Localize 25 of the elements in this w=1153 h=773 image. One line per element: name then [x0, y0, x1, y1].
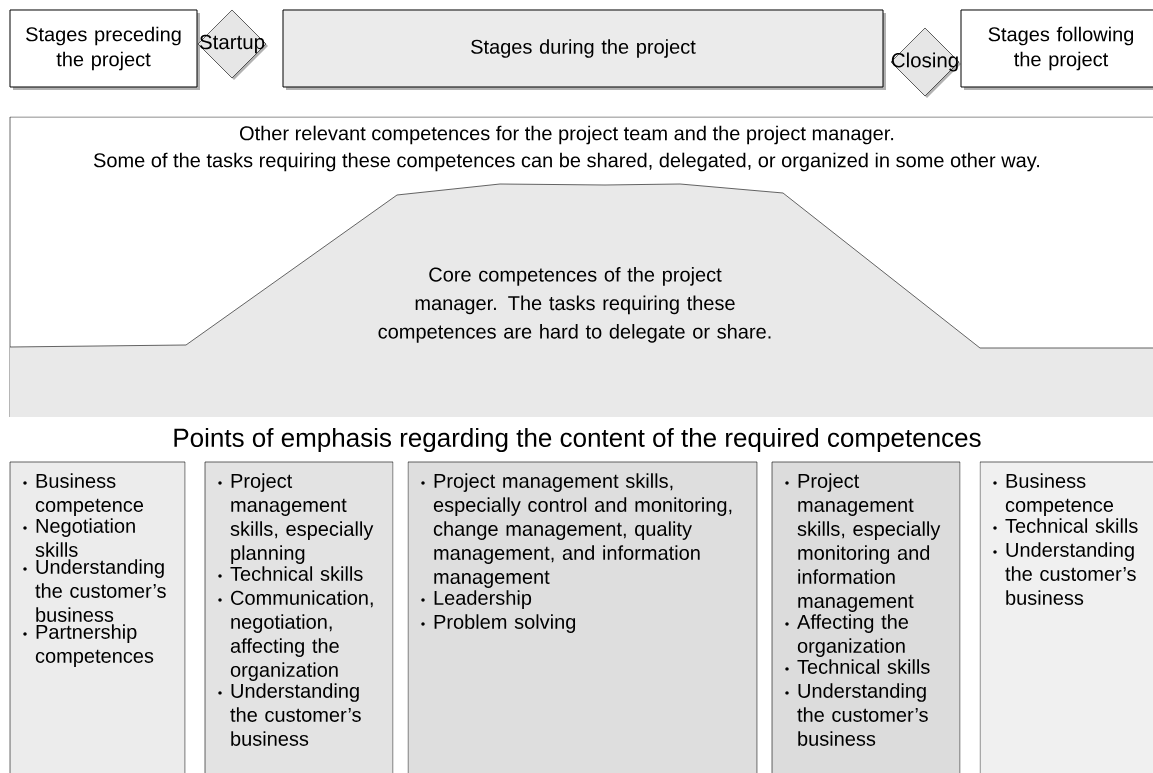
- panel-heading: Some of the tasks requiring these competences can be shared, delegated, or organized in some other way.: [93, 152, 1040, 172]
- bullet-item: Technical skills: [785, 659, 930, 674]
- bullet-item: Communication, negotiation, affecting the organization: [218, 590, 373, 681]
- stage-box: Stages during the project: [282, 9, 886, 90]
- bullet-item: Technical skills: [218, 566, 363, 581]
- core-area: Core competences of the project manager. The tasks requiring these competences are hard to delegate or share.: [9, 183, 1153, 417]
- bullet-item: Project management skills, especially planning: [218, 473, 374, 564]
- bullet-item: Understanding the customer’s business: [218, 683, 361, 746]
- bullet-item: Affecting the organization: [785, 614, 909, 657]
- bullet-item: Business competence: [23, 473, 144, 516]
- stage-box: Stages following the project: [960, 9, 1153, 90]
- section-heading: Points of emphasis regarding the content of the required competences: [174, 427, 981, 453]
- stage-box: Stages preceding the project: [9, 9, 200, 90]
- bullet-item: Leadership: [421, 590, 532, 609]
- bullet-item: Understanding the customer’s business: [785, 683, 928, 746]
- bullet-item: Problem solving: [421, 614, 576, 633]
- bullet-item: Negotiation skills: [23, 518, 135, 557]
- bullet-item: Partnership competences: [23, 624, 154, 667]
- bullet-item: Business competence: [993, 473, 1114, 516]
- bullet-item: Understanding the customer’s business: [993, 542, 1136, 605]
- bullet-item: Technical skills: [993, 518, 1138, 533]
- panel-heading: Other relevant competences for the project team and the project manager.: [240, 125, 894, 145]
- bullet-item: Project management skills, especially monitoring and information management: [785, 473, 941, 612]
- bullet-item: Project management skills, especially control and monitoring, change management, quality management, and information management: [421, 473, 732, 588]
- bullet-item: Understanding the customer’s business: [23, 559, 166, 622]
